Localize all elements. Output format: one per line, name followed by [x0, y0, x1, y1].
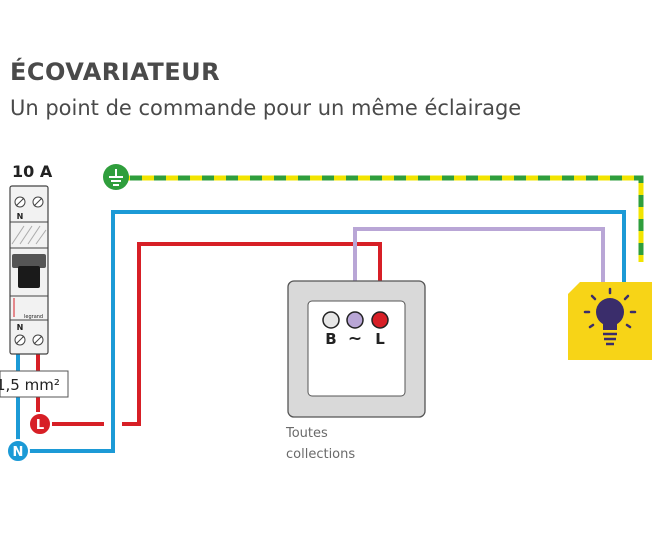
live-wire-to-dimmer [122, 242, 382, 426]
breaker-rating: 10 A [12, 162, 53, 181]
light-bulb-icon [583, 287, 637, 346]
neutral-badge [6, 439, 30, 463]
terminal-b [322, 311, 340, 329]
neutral-badge-label: N [13, 445, 24, 460]
breaker-neutral-top: N [17, 212, 24, 221]
load-wire [353, 227, 605, 312]
cable-size-box [0, 370, 69, 398]
dimmer-switch [287, 280, 426, 418]
cable-size-label: 1,5 mm² [0, 376, 60, 394]
terminal-b-label: B [325, 330, 336, 348]
terminal-dim-label: ~ [348, 329, 362, 349]
earth-wire [118, 175, 644, 262]
terminal-l-label: L [375, 330, 385, 348]
dimmer-caption-line2: collections [286, 447, 356, 462]
breaker-neutral-bottom: N [17, 323, 24, 332]
live-badge [28, 412, 52, 436]
earth-icon [103, 164, 129, 190]
page-title: ÉCOVARIATEUR [10, 58, 221, 86]
dimmer-caption-line1: Toutes [286, 426, 328, 441]
neutral-wire [18, 210, 626, 453]
page-subtitle: Un point de commande pour un même éclair… [10, 96, 522, 120]
live-badge-label: L [36, 418, 44, 433]
circuit-breaker [9, 185, 49, 355]
terminal-dim [346, 311, 364, 329]
breaker-brand: legrand [24, 314, 43, 320]
terminal-l [371, 311, 389, 329]
